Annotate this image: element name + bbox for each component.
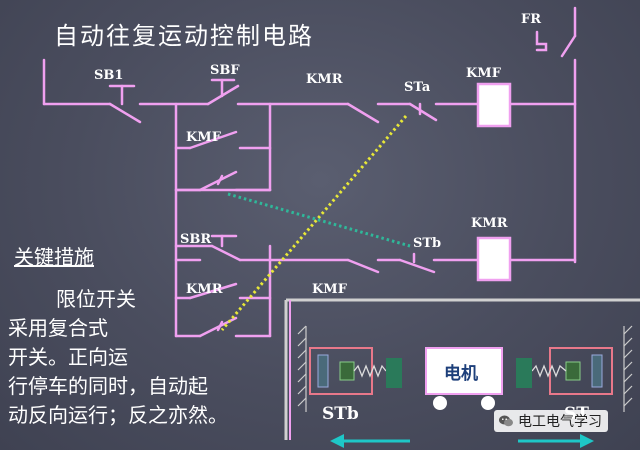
kmf-interlock-label: KMF: [312, 282, 347, 297]
motor-block: [425, 347, 503, 395]
kmr-coil-label: KMR: [471, 216, 508, 231]
kmr-coil: [476, 236, 512, 282]
right-arrow: [518, 434, 594, 448]
kmf-hold-label: KMF: [186, 130, 221, 145]
kmr-contact-label: KMR: [306, 72, 343, 87]
watermark-text: 电工电气学习: [518, 414, 602, 430]
sbf-label: SBF: [210, 63, 240, 78]
mechanism: [284, 298, 640, 448]
fr-label: FR: [521, 12, 542, 27]
side-line-4: 行停车的同时，自动起: [8, 374, 208, 398]
watermark: 电工电气学习: [494, 410, 608, 432]
side-line-3: 开关。正向运: [8, 345, 128, 369]
stb-switch-label: STb: [322, 404, 359, 424]
sta-label: STa: [404, 80, 431, 95]
kmf-coil-label: KMF: [466, 66, 501, 81]
right-limit-switch: [549, 347, 613, 395]
sb1-label: SB1: [94, 68, 124, 83]
motor-label: 电机: [444, 364, 478, 384]
forward-rung: [42, 58, 577, 124]
fr-contact: [535, 6, 577, 264]
diagram-title: 自动往复运动控制电路: [54, 22, 314, 50]
kmf-coil: [476, 82, 512, 128]
stb-linkage-line: [227, 192, 411, 248]
side-line-2: 采用复合式: [8, 316, 108, 340]
stb-label: STb: [413, 236, 442, 251]
start-button-branches: [174, 102, 272, 338]
side-line-5: 动反向运行；反之亦然。: [8, 403, 228, 427]
reverse-rung: [174, 234, 577, 338]
kmr-hold-label: KMR: [186, 282, 223, 297]
side-heading: 关键措施: [14, 245, 94, 269]
sbr-label: SBR: [180, 232, 212, 247]
side-line-1: 限位开关: [56, 287, 136, 311]
left-arrow: [330, 434, 410, 448]
wechat-icon: [499, 415, 513, 427]
